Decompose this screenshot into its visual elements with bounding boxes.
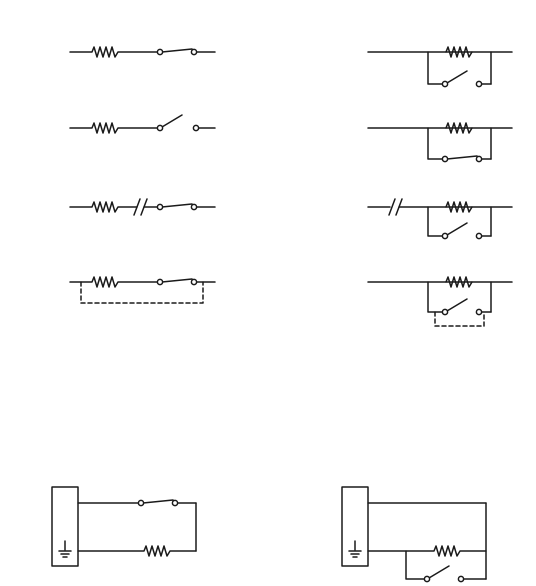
- series-contact-broken-wire: [70, 199, 215, 215]
- parallel-contact-broken-wire: [368, 199, 512, 239]
- ground-icon: [349, 541, 361, 557]
- parallel-contact-open: [368, 47, 512, 87]
- series-contact-dashed-bypass: [70, 277, 215, 303]
- parallel-contact-dashed-bypass: [368, 277, 512, 326]
- parallel-contact-closed: [368, 123, 512, 162]
- series-contact-closed: [70, 47, 215, 57]
- series-contact-open: [70, 115, 215, 133]
- ground-loop-series: [52, 487, 196, 566]
- ground-loop-parallel: [342, 487, 486, 582]
- ground-icon: [59, 541, 71, 557]
